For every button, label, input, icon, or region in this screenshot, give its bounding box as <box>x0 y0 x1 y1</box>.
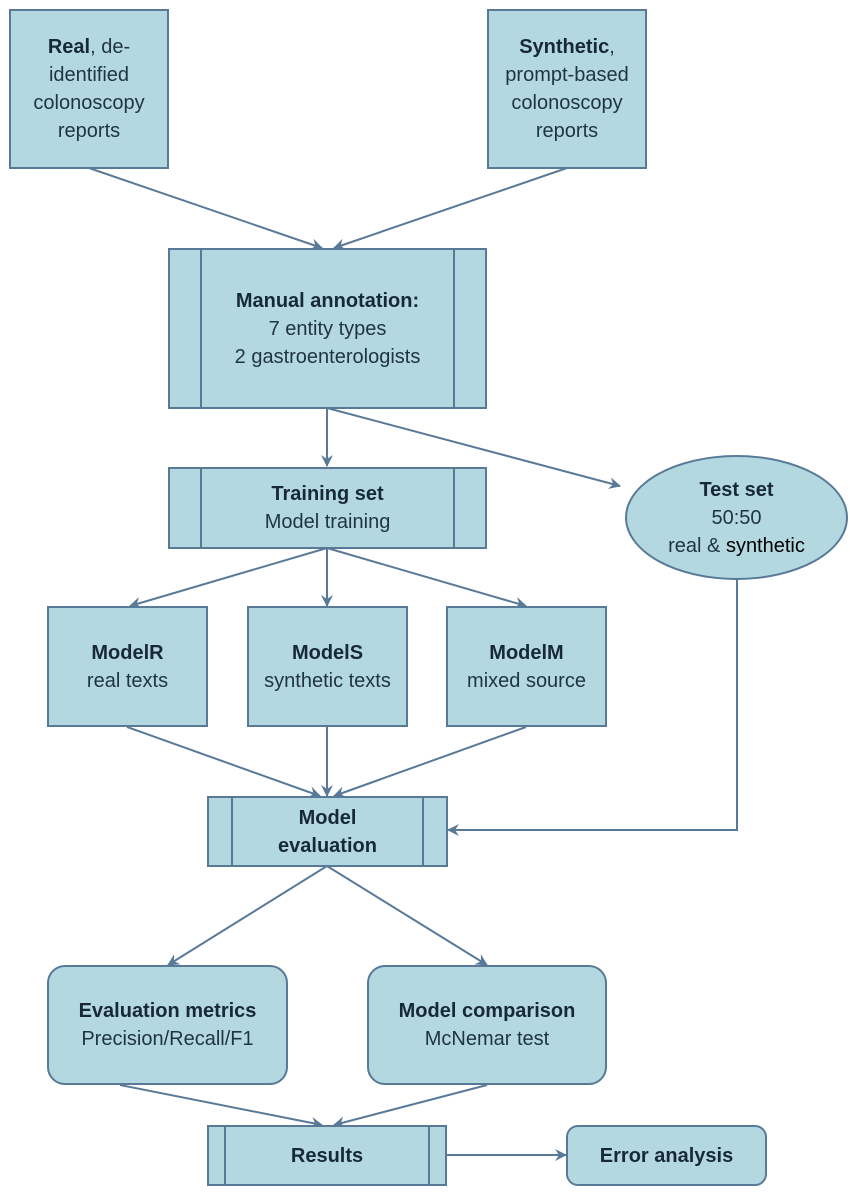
arrow-modelR-to-evaluation <box>126 726 321 798</box>
node-model-s: ModelS synthetic texts <box>247 606 408 727</box>
node-test-set: Test set 50:50 real & synthetic <box>625 455 848 580</box>
arrow-evaluation-to-comparison <box>326 865 488 966</box>
arrow-synthetic-to-annotation <box>333 167 568 251</box>
node-model-comparison: Model comparison McNemar test <box>367 965 607 1085</box>
arrow-training-to-modelM <box>326 547 527 609</box>
arrow-evaluation-to-metrics <box>167 865 328 966</box>
node-model-r: ModelR real texts <box>47 606 208 727</box>
node-evaluation-metrics: Evaluation metrics Precision/Recall/F1 <box>47 965 288 1085</box>
node-manual-annotation: .p1::before{left:30px}.p1::after{right:3… <box>168 248 487 409</box>
node-training-set: Training set Model training <box>168 467 487 549</box>
node-synthetic-reports: Synthetic, prompt-based colonoscopy repo… <box>487 9 647 169</box>
arrow-test-to-evaluation <box>447 578 738 836</box>
node-real-reports: Real, de-identified colonoscopy reports <box>9 9 169 169</box>
node-error-analysis: Error analysis <box>566 1125 767 1186</box>
arrow-real-to-annotation <box>88 167 323 251</box>
arrow-comparison-to-results-main <box>333 1084 488 1129</box>
arrow-metrics-to-results <box>119 1084 323 1129</box>
node-model-evaluation: Model evaluation <box>207 796 448 867</box>
arrow-modelM-to-evaluation <box>333 726 527 798</box>
arrow-annotation-to-test <box>326 407 621 489</box>
arrow-training-to-modelR <box>129 547 328 609</box>
node-model-m: ModelM mixed source <box>446 606 607 727</box>
node-results: Results <box>207 1125 447 1186</box>
